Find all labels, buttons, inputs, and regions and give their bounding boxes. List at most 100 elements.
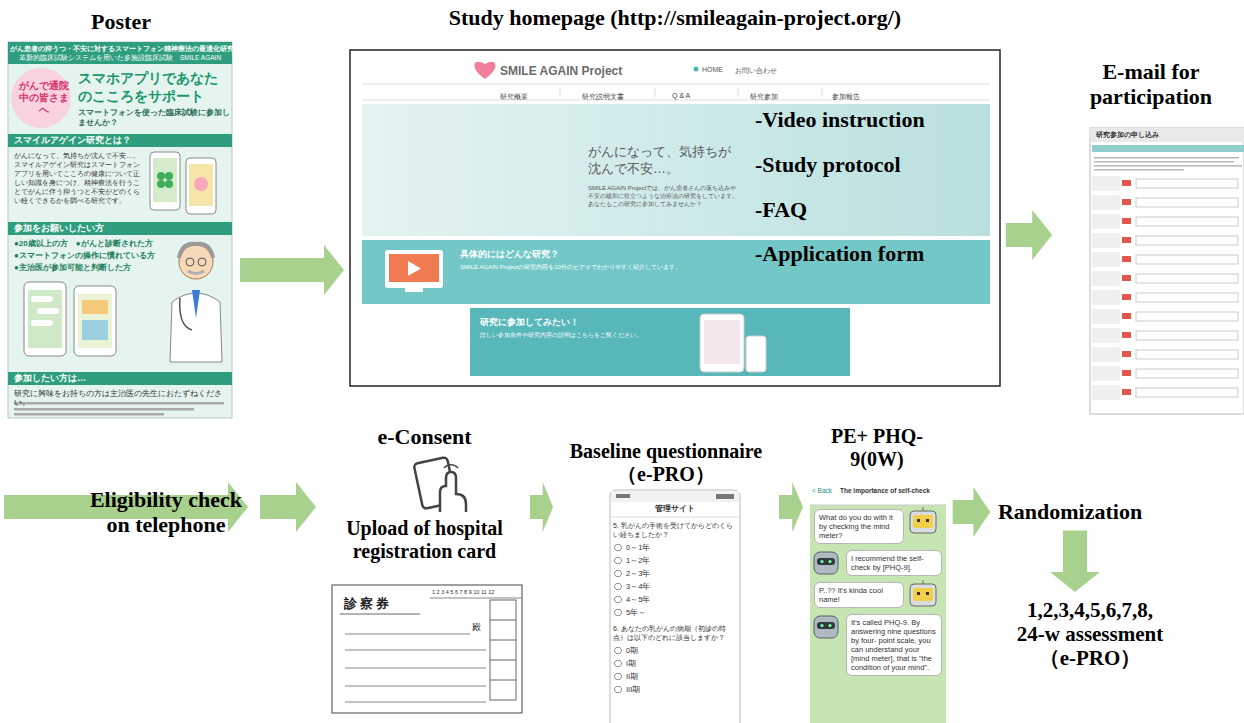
email-form-screenshot-part <box>1136 293 1238 302</box>
poster-image-part <box>157 180 165 188</box>
robot-icon-part <box>814 616 838 638</box>
email-form-screenshot-part <box>1122 199 1131 205</box>
flow-arrow <box>953 487 991 537</box>
poster-body: 研究に興味をお持ちの方は主治医の先生におたずねください。 <box>14 389 230 407</box>
email-form-screenshot-part <box>1136 255 1238 264</box>
email-form-screenshot-part <box>1094 169 1184 171</box>
email-form-screenshot-part <box>1136 236 1238 245</box>
homepage-screenshot-part <box>700 314 744 372</box>
step-text: 1,2,3,4,5,6,7,8, 24-w assessment （e-PRO） <box>1015 598 1165 670</box>
feature-item: -Application form <box>755 242 995 266</box>
poster-image-part <box>8 222 232 235</box>
email-form-screenshot-part <box>1092 385 1120 400</box>
panel-heading: e-Consent <box>322 425 527 450</box>
answer-option: 2～3年 <box>613 567 737 580</box>
chat-bubble: I recommend the self-check by [PHQ-9]. <box>846 550 942 576</box>
poster-image-part <box>198 258 206 266</box>
email-form-screenshot-part <box>1090 128 1244 414</box>
email-form-screenshot-part <box>1090 128 1244 142</box>
panel-heading: Baseline questionnaire（e-PRO） <box>556 440 776 486</box>
email-form-screenshot-part <box>1094 165 1242 167</box>
robot-icon-part <box>820 624 823 627</box>
poster-image-part <box>8 42 232 64</box>
robot-icon-part <box>828 560 831 563</box>
robot-icon-part <box>817 622 835 629</box>
panel-heading: E-mail for participation <box>1058 60 1244 109</box>
hospital-card-image-part <box>345 634 470 635</box>
email-form-screenshot-part <box>1136 331 1238 340</box>
homepage-screenshot-part <box>408 261 421 276</box>
robot-icon-part <box>923 580 924 584</box>
poster-image-part <box>186 158 216 214</box>
homepage-screenshot-part <box>822 88 823 97</box>
menu-item: Q & A <box>672 92 690 99</box>
poster-panel: Posterがん患者の抑うつ・不安に対するスマートフォン精神療法の最適化研究革新… <box>8 8 234 420</box>
email-form-screenshot-part <box>1122 370 1131 376</box>
email-form-screenshot-part <box>1136 198 1238 207</box>
nav-link: お問い合わせ <box>735 66 777 76</box>
questionnaire-phone-part <box>616 494 630 498</box>
panel-heading: Poster <box>8 10 234 35</box>
hospital-card-image <box>332 585 522 713</box>
form-title: 研究参加の申し込み <box>1096 131 1159 140</box>
chat-bubble: P..?? It's kinda cool name! <box>814 582 904 608</box>
email-form-screenshot-part <box>1122 351 1131 357</box>
flow-arrow <box>1050 531 1100 592</box>
consent-panel: e-ConsentUpload of hospital registration… <box>322 425 527 717</box>
poster-image <box>8 42 232 418</box>
phone-screen: 管理サイト5. 乳がんの手術を受けてからどのくらい経ちましたか？0～1年1～2年… <box>613 502 737 696</box>
homepage-screenshot-part <box>470 308 850 376</box>
poster-subline: スマートフォンを使った臨床試験に参加しませんか？ <box>78 108 230 128</box>
robot-icon-part <box>820 560 823 563</box>
nav-link: HOME <box>702 66 723 73</box>
robot-icon-part <box>926 592 929 595</box>
hospital-card-image-part <box>490 640 516 641</box>
email-form-screenshot-part <box>1092 309 1120 324</box>
poster-image-part <box>186 258 194 266</box>
flow-arrow <box>779 482 803 532</box>
chatbot-screenshot-part <box>810 483 946 723</box>
feature-item: -Video instruction <box>755 108 995 132</box>
questionnaire-panel: 管理サイト5. 乳がんの手術を受けてからどのくらい経ちましたか？0～1年1～2年… <box>556 440 776 721</box>
email-form-screenshot-part <box>1122 237 1131 243</box>
poster-header: 革新的臨床試験システムを用いた多施設臨床試験 SMILE AGAIN <box>10 54 230 61</box>
poster-image-part <box>150 152 180 210</box>
email-form-screenshot-part <box>1122 275 1131 281</box>
poster-image-part <box>189 164 213 206</box>
chatbot-panel: PE+ PHQ-9(0W)The importance of self-chec… <box>806 425 948 721</box>
criteria-item: ●20歳以上の方 ●がんと診断された方 <box>14 239 170 249</box>
homepage-panel: Study homepage (http://smileagain-projec… <box>350 6 1000 386</box>
robot-icon <box>910 507 936 533</box>
questionnaire-phone <box>610 490 740 723</box>
robot-icon-part <box>817 558 835 565</box>
robot-icon-part <box>917 592 920 595</box>
tablet-touch-icon <box>414 457 466 512</box>
poster-image-part <box>192 290 200 318</box>
poster-image-part <box>74 286 116 356</box>
robot-icon <box>910 580 936 606</box>
poster-badge: がんで通院中の皆さまへ <box>17 80 71 116</box>
chatbot-screenshot <box>810 483 946 723</box>
menu-item: 参加報告 <box>832 92 860 102</box>
band-heading: 具体的にはどんな研究？ <box>460 248 559 261</box>
hospital-card-image-part <box>345 686 486 687</box>
poster-image-part <box>165 180 173 188</box>
email-form-screenshot-part <box>1136 274 1238 283</box>
panel-heading: Upload of hospital registration card <box>322 517 527 563</box>
hospital-card-image-part <box>490 680 516 681</box>
email-form-screenshot-part <box>1122 218 1131 224</box>
panel-heading: PE+ PHQ-9(0W) <box>818 425 936 471</box>
email-form-screenshot-part <box>1094 157 1239 159</box>
email-form-screenshot-part <box>1092 347 1120 362</box>
section-heading: 参加したい方は… <box>14 373 214 384</box>
homepage-screenshot-part <box>694 67 699 72</box>
email-form-screenshot-part <box>1092 145 1244 152</box>
homepage-screenshot-part <box>362 100 990 101</box>
hospital-card-image-part <box>332 585 522 713</box>
poster-image-part <box>165 172 173 180</box>
chat-bubble: What do you do with it by checking the m… <box>814 509 904 544</box>
questionnaire-phone-part <box>611 491 739 502</box>
homepage-screenshot-part <box>746 336 766 372</box>
poster-image-part <box>8 372 232 385</box>
